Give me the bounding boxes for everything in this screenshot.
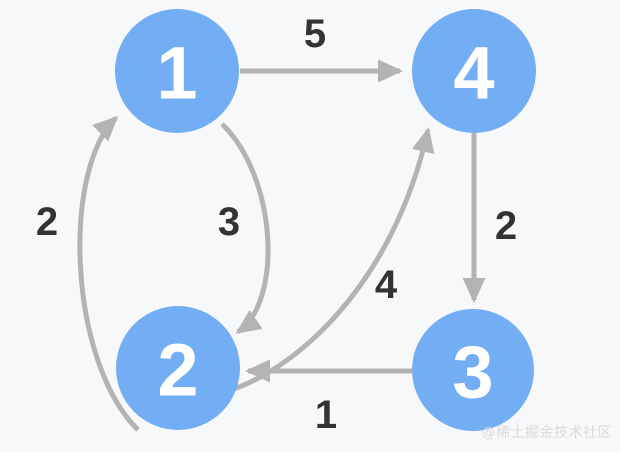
edge-weight-labels-layer: 5 2 3 4 2 1: [36, 12, 517, 437]
node-3-label: 3: [452, 331, 493, 414]
edges-layer: [77, 59, 486, 432]
edge-weight-1-to-2: 3: [218, 200, 240, 244]
edge-weight-3-to-2: 1: [315, 393, 337, 437]
edge-2-to-4[interactable]: [223, 127, 435, 395]
nodes-layer: 1 4 2 3: [115, 9, 536, 431]
node-2-circle[interactable]: [116, 306, 240, 430]
edge-weight-4-to-3: 2: [495, 204, 517, 248]
node-1[interactable]: 1: [115, 9, 239, 133]
watermark: @稀土掘金技术社区: [481, 425, 612, 441]
node-4-label: 4: [453, 32, 494, 115]
node-2-label: 2: [157, 329, 198, 412]
node-1-circle[interactable]: [115, 9, 239, 133]
node-2[interactable]: 2: [116, 306, 240, 430]
node-3[interactable]: 3: [412, 309, 534, 431]
node-4[interactable]: 4: [412, 9, 536, 133]
edge-2-to-1[interactable]: [77, 115, 140, 432]
node-4-circle[interactable]: [412, 9, 536, 133]
node-1-label: 1: [156, 32, 197, 115]
edge-weight-2-to-4: 4: [375, 263, 398, 307]
node-3-circle[interactable]: [412, 309, 534, 431]
edge-1-to-2[interactable]: [220, 122, 271, 335]
edge-weight-2-to-1: 2: [36, 200, 58, 244]
edge-weight-1-to-4: 5: [304, 12, 326, 56]
